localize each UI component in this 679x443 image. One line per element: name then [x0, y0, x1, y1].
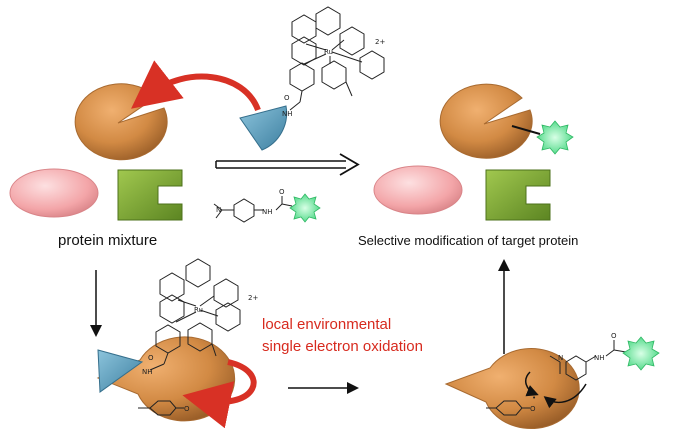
oxidation-arrow-red: [182, 359, 257, 429]
radical-dot-left: •: [185, 394, 189, 402]
nh-label-bottom: NH: [142, 368, 153, 376]
ru-label-top: Ru: [324, 48, 333, 56]
oxidation-label-line1: local environmental: [262, 316, 392, 333]
tag-star-product: [536, 120, 574, 155]
product-ellipse: [373, 165, 463, 215]
n-label-reagent-bottom: N: [558, 354, 563, 362]
tag-star-bottom: [622, 336, 660, 371]
binding-arrow-red: [131, 60, 261, 112]
radical-dot-right: •: [532, 394, 536, 402]
nh-label-top: NH: [282, 110, 293, 118]
electron-arrow-1: [525, 371, 539, 397]
main-reaction-arrow: [215, 153, 360, 176]
radical-o-right: O: [530, 405, 536, 413]
product-block: [485, 169, 551, 221]
radical-o-left: O: [184, 405, 190, 413]
ru-complex-bottom: [149, 258, 241, 371]
non-target-protein-block: [117, 169, 183, 221]
o-label-reagent-top: O: [279, 188, 285, 196]
n-label-reagent-top: N: [216, 206, 221, 214]
tyrosine-radical-right: [486, 400, 530, 416]
reagent-molecule-top: [213, 196, 293, 223]
ru-complex-top: [289, 6, 385, 111]
electron-arrow-2: [543, 383, 587, 409]
bound-ligand-wedge: [97, 349, 144, 393]
modified-protein-pacman: [439, 83, 533, 159]
nh-label-reagent-top: NH: [262, 208, 273, 216]
oxidation-label-line2: single electron oxidation: [262, 338, 423, 355]
tag-star-top: [289, 193, 321, 223]
o-label-reagent-bottom: O: [611, 332, 617, 340]
o-label-top: O: [284, 94, 290, 102]
charge-label-bottom: 2+: [248, 294, 258, 302]
ru-label-bottom: Ru: [194, 306, 203, 314]
selective-modification-label: Selective modification of target protein: [358, 233, 579, 248]
o-label-bottom: O: [148, 354, 154, 362]
protein-mixture-label: protein mixture: [58, 232, 158, 249]
charge-label-top: 2+: [375, 38, 385, 46]
ligand-wedge: [239, 105, 288, 151]
reagent-molecule-bottom: [549, 340, 627, 381]
non-target-protein-ellipse: [9, 168, 99, 218]
nh-label-reagent-bottom: NH: [594, 354, 605, 362]
